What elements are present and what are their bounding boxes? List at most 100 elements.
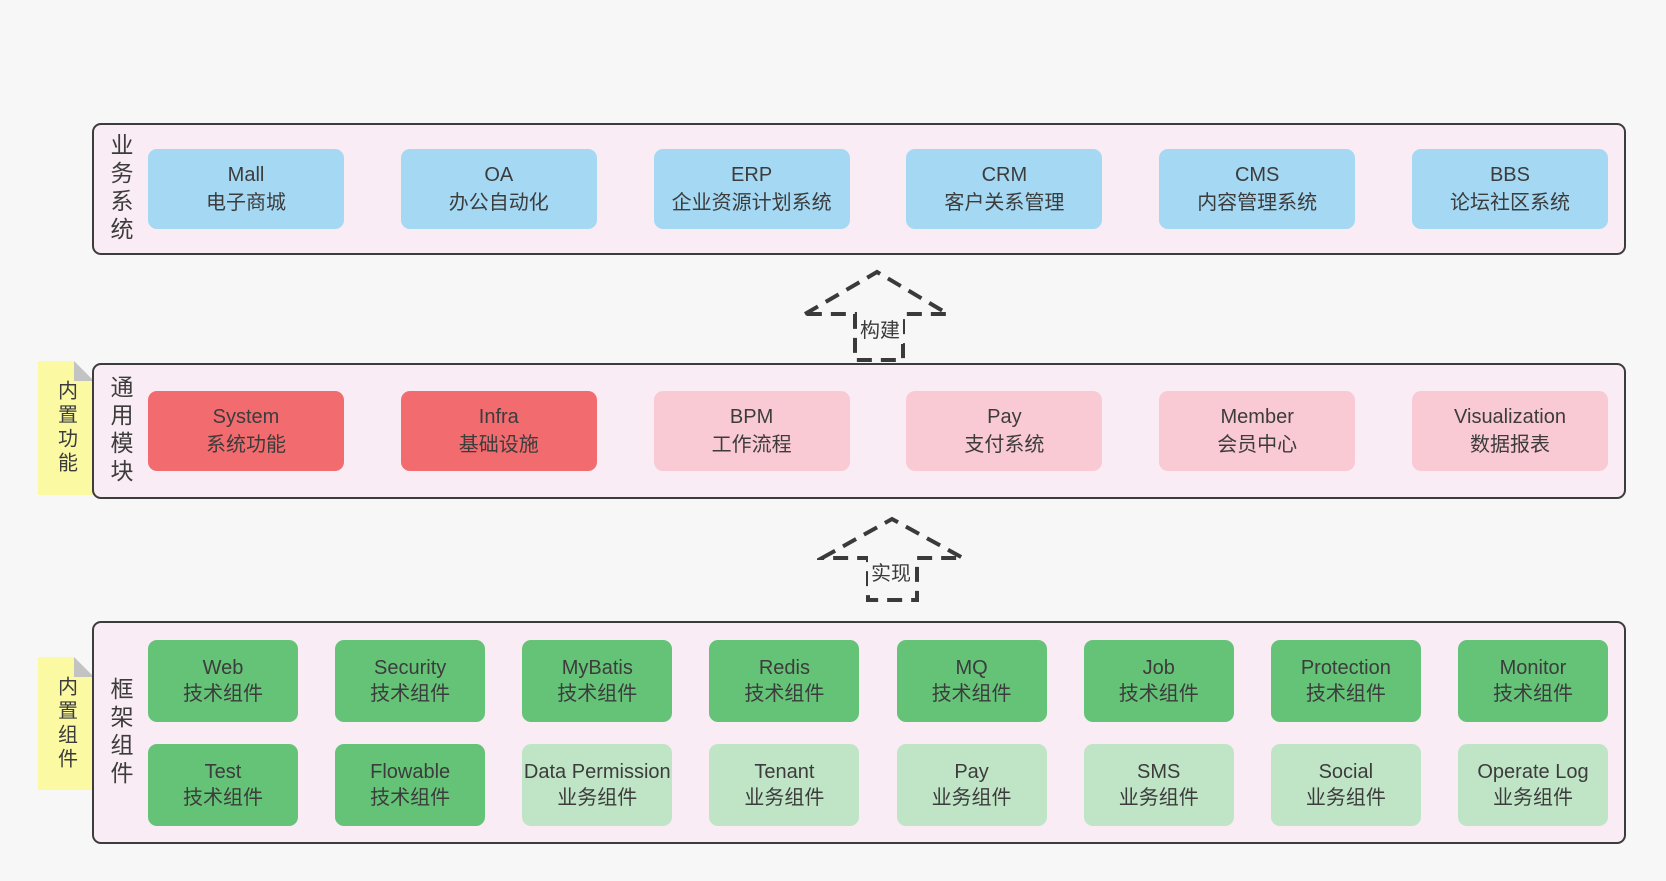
box-name: Tenant — [754, 760, 815, 783]
business-box-oa: OA 办公自动化 — [400, 149, 597, 229]
band-common-modules: 通用模块 System 系统功能 Infra 基础设施 BPM 工作流程 Pay… — [92, 363, 1626, 499]
box-desc: 会员中心 — [1217, 434, 1298, 456]
box-desc: 业务组件 — [1305, 786, 1386, 809]
component-box-test: Test 技术组件 — [148, 743, 298, 826]
box-name: Data Permission — [523, 760, 671, 783]
implement-arrow-icon — [817, 516, 964, 602]
component-box-pay: Pay 业务组件 — [896, 743, 1047, 826]
components-row-2: Test 技术组件 Flowable 技术组件 Data Permission … — [148, 743, 1608, 826]
band-label-text: 业务系统 — [107, 133, 133, 245]
band-label-text: 通用模块 — [107, 375, 133, 487]
box-desc: 客户关系管理 — [944, 192, 1065, 214]
component-box-social: Social 业务组件 — [1270, 743, 1421, 826]
band-business-systems-label: 业务系统 — [94, 125, 146, 253]
box-name: BBS — [1489, 164, 1530, 186]
box-name: Member — [1220, 406, 1294, 428]
box-desc: 技术组件 — [931, 682, 1012, 705]
box-desc: 电子商城 — [206, 192, 286, 214]
build-arrow-icon — [800, 269, 955, 362]
box-desc: 业务组件 — [1118, 786, 1199, 809]
box-name: Visualization — [1454, 406, 1566, 428]
business-box-crm: CRM 客户关系管理 — [906, 149, 1103, 229]
component-box-data-permission: Data Permission 业务组件 — [522, 743, 673, 826]
sticky-note-paper — [38, 657, 94, 790]
box-desc: 技术组件 — [183, 682, 263, 705]
box-name: ERP — [731, 164, 773, 186]
sticky-note-built-in-features: 内置功能 — [38, 361, 94, 495]
band-framework-components: 框架组件 Web 技术组件 Security 技术组件 MyBatis 技术组件… — [92, 621, 1626, 844]
component-box-mq: MQ 技术组件 — [896, 639, 1047, 722]
module-box-pay: Pay 支付系统 — [906, 391, 1103, 471]
box-desc: 业务组件 — [1492, 786, 1573, 809]
module-box-visualization: Visualization 数据报表 — [1411, 391, 1608, 471]
implement-arrow-label: 实现 — [868, 556, 914, 587]
component-box-tenant: Tenant 业务组件 — [709, 743, 860, 826]
box-name: Flowable — [370, 760, 451, 783]
box-desc: 技术组件 — [1492, 682, 1573, 705]
business-box-cms: CMS 内容管理系统 — [1159, 149, 1356, 229]
box-desc: 业务组件 — [557, 786, 638, 809]
build-arrow-label: 构建 — [857, 313, 903, 344]
sticky-note-text: 内置功能 — [54, 380, 77, 476]
component-box-flowable: Flowable 技术组件 — [335, 743, 486, 826]
box-name: MQ — [955, 656, 988, 679]
box-desc: 业务组件 — [931, 786, 1012, 809]
box-desc: 系统功能 — [206, 434, 286, 456]
box-desc: 工作流程 — [711, 434, 792, 456]
box-desc: 技术组件 — [744, 682, 825, 705]
business-box-mall: Mall 电子商城 — [148, 149, 344, 229]
box-name: SMS — [1137, 760, 1181, 783]
box-desc: 企业资源计划系统 — [671, 192, 832, 214]
components-box-area: Web 技术组件 Security 技术组件 MyBatis 技术组件 Redi… — [146, 623, 1624, 842]
box-desc: 技术组件 — [557, 682, 638, 705]
box-name: OA — [484, 164, 514, 186]
sticky-note-text: 内置组件 — [54, 675, 77, 772]
box-desc: 技术组件 — [1118, 682, 1199, 705]
box-desc: 技术组件 — [370, 786, 451, 809]
module-box-system: System 系统功能 — [148, 391, 344, 471]
box-desc: 技术组件 — [370, 682, 451, 705]
box-desc: 技术组件 — [1305, 682, 1386, 705]
box-desc: 技术组件 — [183, 786, 263, 809]
box-name: MyBatis — [561, 656, 633, 679]
box-name: Test — [204, 760, 242, 783]
band-common-modules-label: 通用模块 — [94, 365, 146, 497]
box-desc: 论坛社区系统 — [1449, 192, 1570, 214]
component-box-web: Web 技术组件 — [148, 639, 298, 722]
box-desc: 内容管理系统 — [1197, 192, 1318, 214]
box-name: Protection — [1300, 656, 1391, 679]
module-box-bpm: BPM 工作流程 — [653, 391, 850, 471]
box-name: Job — [1142, 656, 1175, 679]
box-name: CRM — [981, 164, 1028, 186]
band-label-text: 框架组件 — [107, 676, 133, 789]
module-box-infra: Infra 基础设施 — [400, 391, 597, 471]
component-box-sms: SMS 业务组件 — [1083, 743, 1234, 826]
component-box-job: Job 技术组件 — [1083, 639, 1234, 722]
sticky-note-paper — [38, 361, 94, 495]
box-name: Social — [1318, 760, 1374, 783]
components-row-1: Web 技术组件 Security 技术组件 MyBatis 技术组件 Redi… — [148, 639, 1608, 722]
box-desc: 基础设施 — [458, 434, 539, 456]
box-name: Monitor — [1499, 656, 1567, 679]
business-box-bbs: BBS 论坛社区系统 — [1411, 149, 1608, 229]
band-framework-components-label: 框架组件 — [94, 623, 146, 842]
component-box-operate-log: Operate Log 业务组件 — [1457, 743, 1608, 826]
band-business-systems: 业务系统 Mall 电子商城 OA 办公自动化 ERP 企业资源计划系统 CRM… — [92, 123, 1626, 255]
component-box-redis: Redis 技术组件 — [709, 639, 860, 722]
component-box-mybatis: MyBatis 技术组件 — [522, 639, 673, 722]
business-box-erp: ERP 企业资源计划系统 — [653, 149, 850, 229]
sticky-note-built-in-components: 内置组件 — [38, 657, 94, 790]
box-desc: 业务组件 — [744, 786, 825, 809]
box-name: BPM — [729, 406, 774, 428]
box-name: Infra — [478, 406, 519, 428]
box-desc: 办公自动化 — [448, 192, 549, 214]
box-name: Security — [374, 656, 447, 679]
box-name: Pay — [954, 760, 989, 783]
modules-box-area: System 系统功能 Infra 基础设施 BPM 工作流程 Pay 支付系统… — [146, 365, 1624, 497]
box-name: Pay — [987, 406, 1022, 428]
box-name: Redis — [758, 656, 810, 679]
box-desc: 支付系统 — [964, 434, 1045, 456]
box-name: Mall — [227, 164, 265, 186]
component-box-security: Security 技术组件 — [335, 639, 486, 722]
